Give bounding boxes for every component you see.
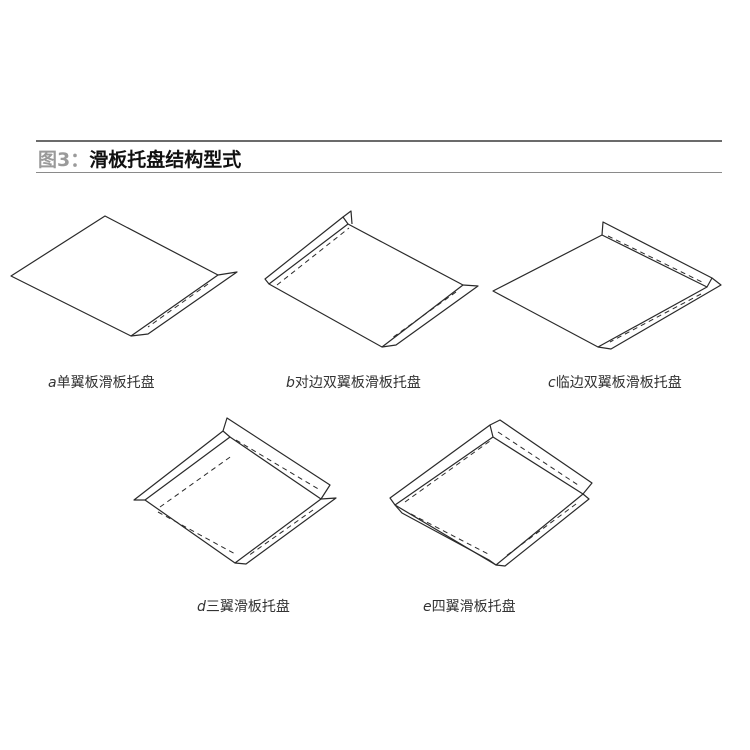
caption-a-letter: a	[48, 375, 57, 391]
figure-label: 图3：	[38, 149, 90, 171]
caption-b-text: 对边双翼板滑板托盘	[294, 375, 421, 391]
caption-a-text: 单翼板滑板托盘	[56, 375, 155, 391]
caption-e-letter: e	[423, 599, 432, 615]
slip-sheet-c-drawing	[492, 221, 722, 350]
caption-e-text: 四翼滑板托盘	[431, 599, 516, 615]
title-top-rule	[36, 140, 722, 142]
caption-d-text: 三翼滑板托盘	[205, 599, 290, 615]
caption-d-letter: d	[197, 599, 206, 615]
caption-c: c临边双翼板滑板托盘	[548, 372, 682, 392]
slip-sheet-b-drawing	[264, 210, 479, 348]
figure-title: 图3：滑板托盘结构型式	[38, 145, 241, 172]
caption-c-text: 临边双翼板滑板托盘	[555, 375, 682, 391]
slip-sheet-d-drawing	[133, 417, 337, 565]
caption-d: d三翼滑板托盘	[197, 596, 290, 616]
figure-title-text: 滑板托盘结构型式	[89, 149, 242, 171]
title-bottom-rule	[36, 172, 722, 173]
caption-a: a单翼板滑板托盘	[48, 372, 155, 392]
caption-e: e四翼滑板托盘	[423, 596, 516, 616]
slip-sheet-a-drawing	[10, 215, 238, 337]
caption-b: b对边双翼板滑板托盘	[286, 372, 421, 392]
slip-sheet-e-drawing	[389, 419, 593, 567]
figure-title-bar: 图3：滑板托盘结构型式	[36, 140, 722, 173]
caption-c-letter: c	[548, 375, 556, 391]
caption-b-letter: b	[286, 375, 295, 391]
